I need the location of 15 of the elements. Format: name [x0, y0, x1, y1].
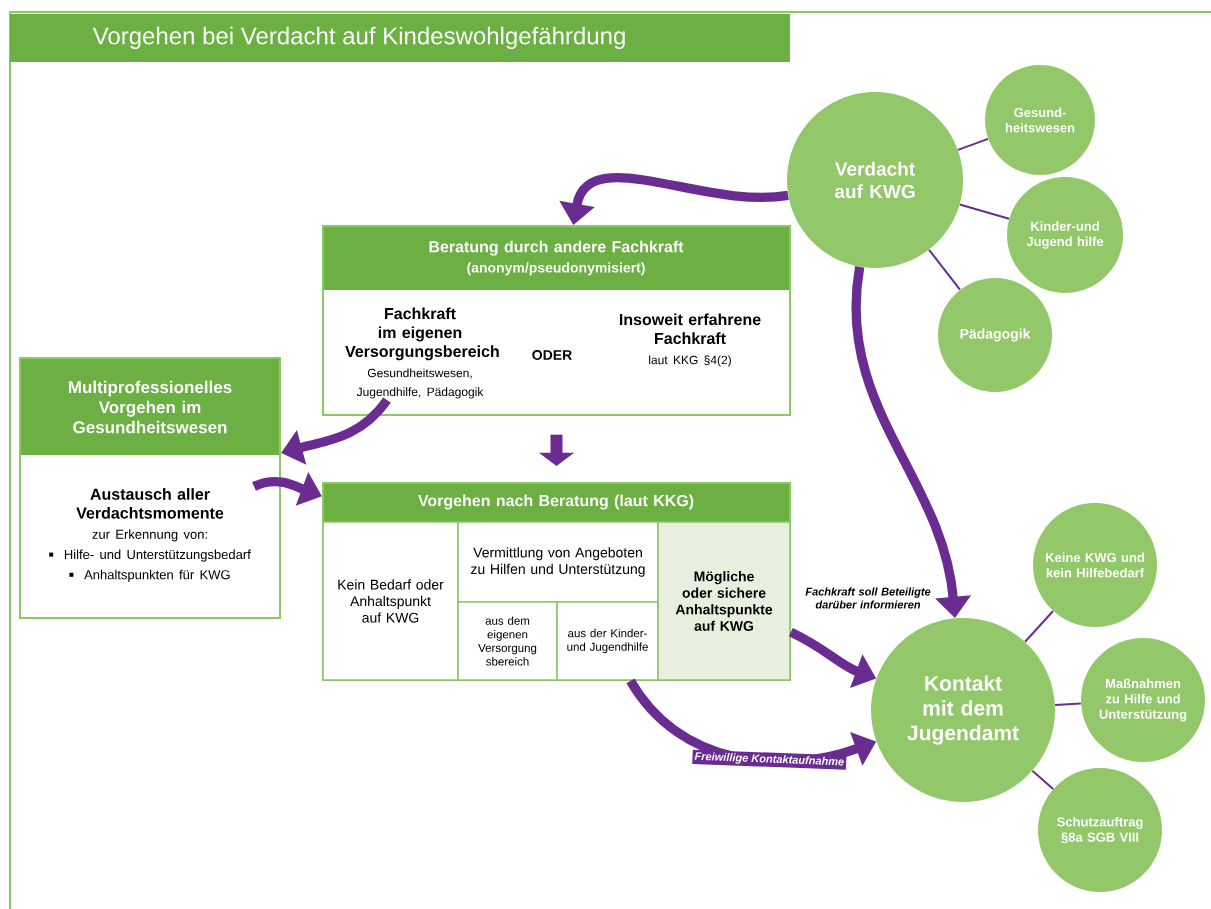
title-banner: Vorgehen bei Verdacht auf Kindeswohlgefährdung: [10, 14, 790, 62]
table-cell: aus der Kinder- und Jugendhilfe: [556, 601, 659, 681]
connector-line: [956, 137, 990, 151]
connector-line: [1031, 769, 1055, 790]
note-text: Fachkraft soll Beteiligte darüber informieren: [805, 587, 931, 609]
connector-line: [1054, 702, 1082, 706]
table-cell: aus dem eigenen Versorgung sbereich: [457, 601, 558, 681]
description-text: Insoweit erfahrene Fachkraft laut KKG §4(2): [619, 313, 761, 367]
description-text: Austausch aller Verdachtsmomente zur Erkennung von: Hilfe- und Unterstützungsbedarf Anhaltspunkten für KWG: [49, 488, 251, 582]
connector-line: [958, 203, 1011, 220]
table-cell: Mögliche oder sichere Anhaltspunkte auf KWG: [657, 521, 791, 681]
connector-line: [928, 248, 961, 291]
edge-label: Freiwillige Kontaktaufnahme: [692, 749, 847, 770]
description-text: Fachkraft im eigenen Versorgungsbereich Gesundheitswesen, Jugendhilfe, Pädagogik: [345, 307, 499, 399]
connector-line: [1024, 610, 1055, 643]
